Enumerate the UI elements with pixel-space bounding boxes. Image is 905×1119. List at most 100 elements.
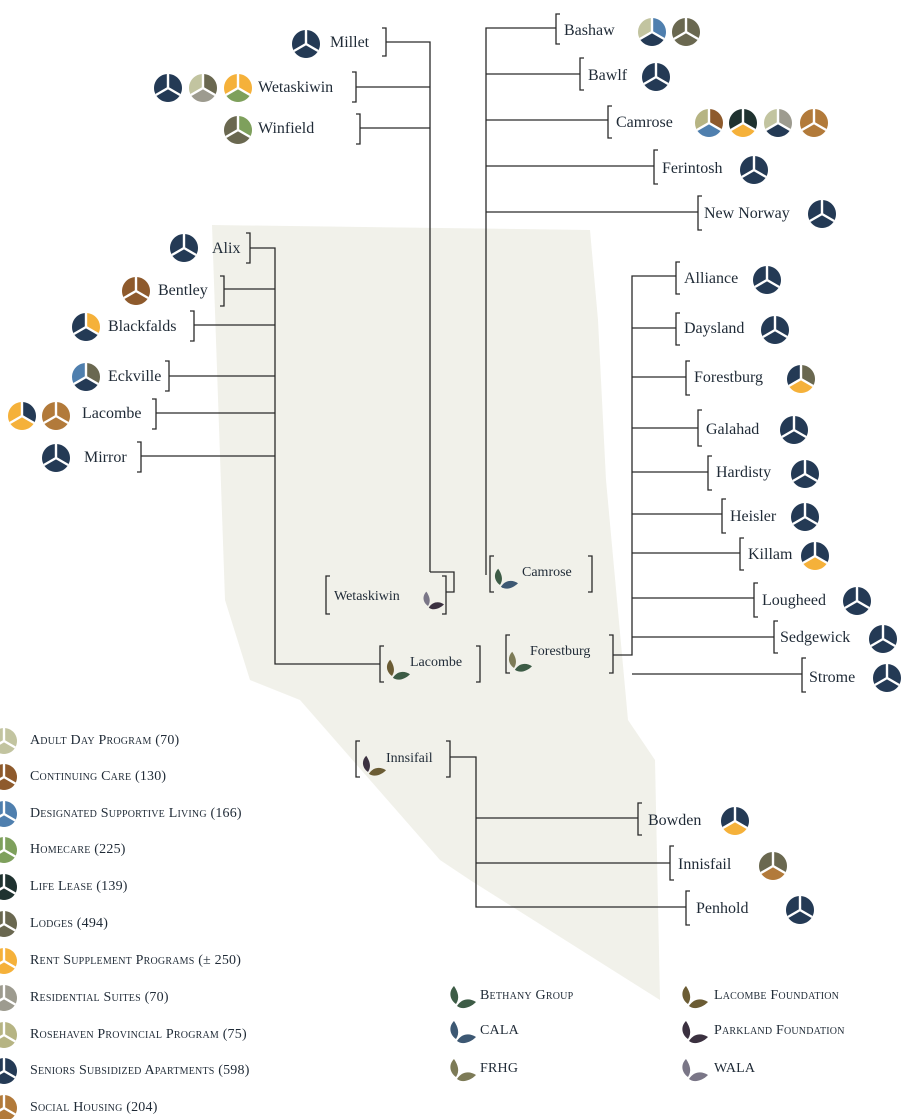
tri-segment-circle-icon bbox=[786, 896, 815, 924]
town-label-bentley: Bentley bbox=[158, 282, 208, 299]
town-label-bowden: Bowden bbox=[648, 812, 702, 829]
tri-segment-circle-icon bbox=[791, 460, 820, 488]
tri-segment-circle-icon bbox=[780, 416, 809, 444]
legend-org-cala: CALA bbox=[480, 1023, 519, 1038]
tri-segment-circle-icon bbox=[72, 313, 100, 341]
legend-service-icon bbox=[0, 985, 17, 1011]
town-label-innisfail: Innisfail bbox=[678, 856, 732, 873]
legend-service-icon bbox=[0, 1058, 17, 1084]
town-label-killam: Killam bbox=[748, 546, 793, 563]
legend-service-icon bbox=[0, 728, 17, 754]
region-map-shape bbox=[212, 225, 660, 1000]
tri-segment-circle-icon bbox=[695, 109, 723, 137]
legend-service-icon bbox=[0, 874, 17, 900]
tri-segment-circle-icon bbox=[791, 503, 820, 531]
town-label-new-norway: New Norway bbox=[704, 205, 790, 222]
tri-segment-circle-icon bbox=[154, 74, 182, 103]
tri-segment-circle-icon bbox=[759, 852, 788, 880]
centre-label-lacombe: Lacombe bbox=[410, 655, 463, 670]
wala-leaf-icon bbox=[423, 591, 444, 610]
legend-service-icon bbox=[0, 1095, 17, 1119]
tri-segment-circle-icon bbox=[170, 234, 199, 262]
legend-wala-leaf-icon bbox=[682, 1059, 708, 1082]
town-label-alix: Alix bbox=[212, 240, 241, 257]
tri-segment-circle-icon bbox=[638, 18, 667, 46]
town-label-wetaskiwin: Wetaskiwin bbox=[258, 79, 334, 96]
legend-service-icon bbox=[0, 801, 17, 827]
legend-org-bethany: Bethany Group bbox=[480, 988, 574, 1003]
legend-service-icon bbox=[0, 837, 17, 863]
town-label-galahad: Galahad bbox=[706, 421, 760, 438]
tri-segment-circle-icon bbox=[42, 444, 71, 472]
town-label-forestburg: Forestburg bbox=[694, 369, 764, 386]
legend-item-lodges: Lodges (494) bbox=[30, 916, 109, 931]
legend-service-icon bbox=[0, 911, 17, 937]
tri-segment-circle-icon bbox=[224, 74, 253, 102]
tri-segment-circle-icon bbox=[764, 109, 792, 137]
legend-service-icon bbox=[0, 948, 17, 974]
bethany-leaf-icon bbox=[494, 568, 518, 589]
legend-service-icon bbox=[0, 764, 17, 790]
tri-segment-circle-icon bbox=[761, 316, 789, 344]
tri-segment-circle-icon bbox=[869, 625, 897, 653]
legend-item-continuing-care: Continuing Care (130) bbox=[30, 769, 167, 784]
tri-segment-circle-icon bbox=[740, 156, 768, 184]
legend-cala-leaf-icon bbox=[450, 1021, 476, 1044]
legend-item-residential-suites: Residential Suites (70) bbox=[30, 990, 169, 1005]
town-label-winfield: Winfield bbox=[258, 120, 315, 137]
tri-segment-circle-icon bbox=[642, 63, 670, 91]
connector-lines bbox=[141, 27, 802, 908]
town-label-millet: Millet bbox=[330, 34, 370, 51]
legend-item-rosehaven: Rosehaven Provincial Program (75) bbox=[30, 1027, 247, 1042]
tri-segment-circle-icon bbox=[8, 402, 36, 430]
parkland-leaf-icon bbox=[362, 755, 386, 776]
town-label-bawlf: Bawlf bbox=[588, 67, 628, 84]
town-label-lougheed: Lougheed bbox=[762, 592, 826, 609]
town-label-lacombe: Lacombe bbox=[82, 405, 142, 422]
tri-segment-circle-icon bbox=[224, 115, 253, 144]
legend-item-social-housing: Social Housing (204) bbox=[30, 1100, 158, 1115]
tri-segment-circle-icon bbox=[121, 277, 151, 305]
legend-item-life-lease: Life Lease (139) bbox=[30, 879, 128, 894]
town-label-mirror: Mirror bbox=[84, 449, 127, 466]
town-label-hardisty: Hardisty bbox=[716, 464, 772, 481]
centre-label-camrose: Camrose bbox=[522, 565, 572, 580]
tri-segment-circle-icon bbox=[672, 18, 700, 46]
tri-segment-circle-icon bbox=[808, 200, 836, 228]
centre-label-wetaskiwin: Wetaskiwin bbox=[334, 589, 400, 604]
label-brackets bbox=[137, 13, 806, 926]
legend-org-wala: WALA bbox=[714, 1061, 756, 1076]
tri-segment-circle-icon bbox=[292, 30, 321, 59]
legend-service-icon bbox=[0, 1022, 17, 1048]
town-label-heisler: Heisler bbox=[730, 508, 777, 525]
legend-item-adult-day: Adult Day Program (70) bbox=[30, 733, 180, 748]
tri-segment-circle-icon bbox=[721, 807, 749, 835]
tri-segment-circle-icon bbox=[801, 542, 830, 570]
legend-frhg-leaf-icon bbox=[450, 1059, 476, 1082]
town-label-ferintosh: Ferintosh bbox=[662, 160, 723, 177]
lacombe-foundation-leaf-icon bbox=[386, 659, 410, 680]
tri-segment-circle-icon bbox=[800, 109, 829, 137]
tri-segment-circle-icon bbox=[729, 109, 757, 137]
town-label-bashaw: Bashaw bbox=[564, 22, 615, 39]
tri-segment-circle-icon bbox=[787, 365, 815, 393]
legend-org-frhg: FRHG bbox=[480, 1061, 519, 1076]
service-icons bbox=[0, 18, 901, 1119]
legend-parkland-leaf-icon bbox=[682, 1021, 708, 1044]
tri-segment-circle-icon bbox=[843, 587, 871, 615]
centre-label-forestburg: Forestburg bbox=[530, 644, 591, 659]
tri-segment-circle-icon bbox=[189, 74, 217, 103]
town-label-penhold: Penhold bbox=[696, 900, 749, 917]
legend-bethany-leaf-icon bbox=[450, 986, 476, 1009]
town-label-daysland: Daysland bbox=[684, 320, 745, 337]
town-label-sedgewick: Sedgewick bbox=[780, 629, 851, 646]
town-label-blackfalds: Blackfalds bbox=[108, 318, 177, 335]
centre-label-innisfail: Innsifail bbox=[386, 751, 433, 766]
town-label-eckville: Eckville bbox=[108, 368, 162, 385]
tri-segment-circle-icon bbox=[873, 664, 901, 692]
tri-segment-circle-icon bbox=[71, 363, 101, 392]
town-label-camrose: Camrose bbox=[616, 114, 673, 131]
town-label-alliance: Alliance bbox=[684, 270, 739, 287]
tri-segment-circle-icon bbox=[753, 266, 781, 294]
legend-org-parkland: Parkland Foundation bbox=[714, 1023, 845, 1038]
